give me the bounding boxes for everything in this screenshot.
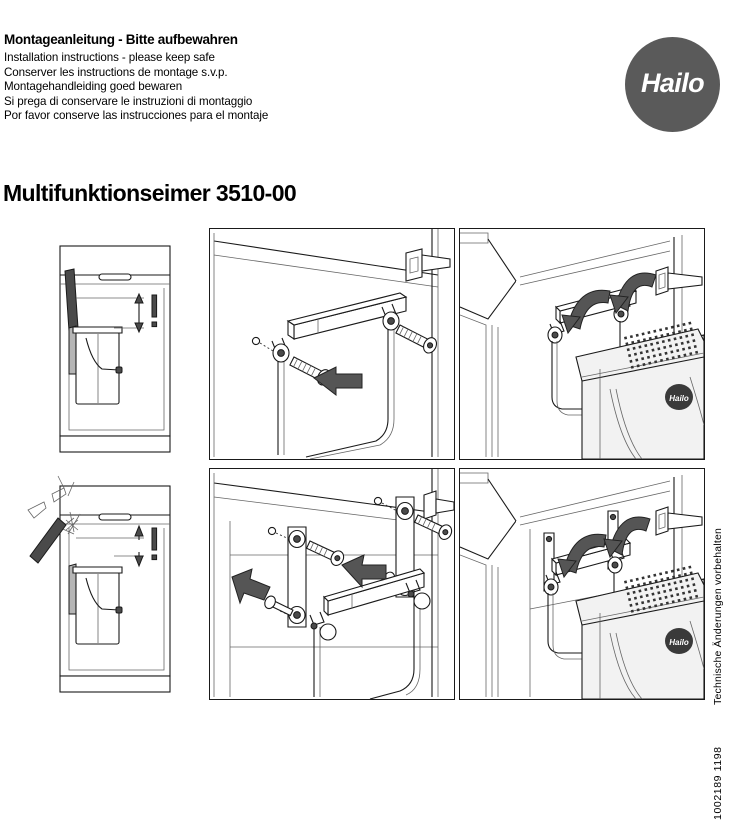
bracket-mount-illustration — [213, 229, 451, 459]
header-title: Montageanleitung - Bitte aufbewahren — [4, 32, 238, 47]
bin-hailo-badge-alt: Hailo — [665, 628, 693, 654]
instruction-sheet: Montageanleitung - Bitte aufbewahren Ins… — [3, 32, 724, 820]
panel-bin-hang-alt: Hailo — [459, 468, 705, 700]
lid-perforations — [624, 321, 699, 369]
screw-right-top — [413, 514, 453, 540]
panel-bin-hang: Hailo — [459, 228, 705, 460]
lid-perforations-alt — [624, 565, 699, 613]
rotate-arrow-right-alt — [603, 516, 651, 559]
panel-plate-mount — [209, 468, 455, 700]
bin-hang-alt-illustration: Hailo — [460, 472, 704, 699]
rotate-arrow-right — [609, 272, 657, 315]
bin-badge-text: Hailo — [669, 394, 689, 403]
push-arrow-far-left — [231, 568, 271, 605]
rotate-arrow-left — [561, 289, 611, 335]
screw-left-top — [305, 540, 345, 566]
header-translation-it: Si prega di conservare le instruzioni di… — [4, 94, 253, 108]
bin-hailo-badge: Hailo — [665, 384, 693, 410]
document-code-vertical-text: 1002189 1198 — [712, 746, 724, 820]
bin-hang-illustration: Hailo — [460, 232, 704, 459]
hailo-logo: Hailo — [625, 37, 720, 132]
header-translation-en: Installation instructions - please keep … — [4, 51, 215, 64]
cabinet-collision-illustration — [27, 475, 171, 693]
screw-left-lower — [264, 595, 294, 617]
header-translation-es: Por favor conserve las instrucciones par… — [4, 109, 269, 123]
panel-cabinet-collision — [6, 468, 202, 700]
push-arrow-left — [313, 366, 363, 397]
header-translation-nl: Montagehandleiding goed bewaren — [4, 80, 183, 94]
page-title: Multifunktionseimer 3510-00 — [3, 180, 297, 206]
push-arrow-center — [341, 554, 387, 589]
panel-bracket-mount — [209, 228, 455, 460]
header-text-block: Montageanleitung - Bitte aufbewahren Ins… — [4, 32, 434, 124]
cabinet-clearance-illustration — [59, 245, 171, 453]
plate-mount-illustration — [213, 469, 454, 699]
panel-cabinet-clearance — [6, 228, 202, 460]
screw-upper — [395, 324, 438, 354]
disclaimer-vertical-text: Technische Änderungen vorbehalten — [712, 527, 724, 705]
header-translation-fr: Conserver les instructions de montage s.… — [4, 65, 228, 79]
hailo-logo-text: Hailo — [640, 68, 705, 98]
bin-badge-text-alt: Hailo — [669, 638, 689, 647]
